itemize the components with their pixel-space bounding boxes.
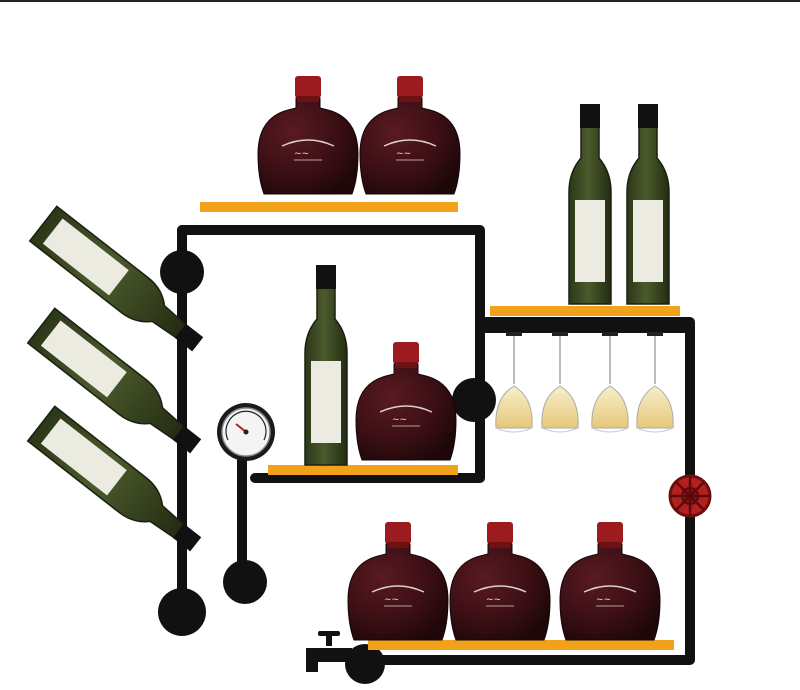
pipe-cap-lower-left [158,588,206,636]
decanter-bottom-2 [449,521,551,641]
top-pipe [177,225,485,400]
faucet-tap-icon [306,631,352,672]
top-border-line [0,0,800,2]
wine-glass-2 [540,331,580,433]
pipe-frame [177,225,695,665]
pipe-cap-gauge-base [223,560,267,604]
shelf-right [490,306,680,316]
shelf-top [200,202,458,212]
shelf-bottom [368,640,674,650]
wine-glass-3 [590,331,630,433]
decanter-bottom-1 [347,521,449,641]
decanter-top-1 [257,75,359,195]
wine-bottle-middle [304,264,348,466]
middle-pipe [250,390,485,483]
shelf-middle [268,465,458,475]
pressure-gauge-icon [217,403,275,461]
decanter-middle [355,341,457,461]
wine-bottle-right-2 [626,103,670,305]
pipe-cap-upper-left [160,250,204,294]
pipe-cap-bottom [345,644,385,684]
wine-glass-1 [494,331,534,433]
pipe-joint-middle [452,378,496,422]
decanter-bottom-3 [559,521,661,641]
decanter-top-2 [359,75,461,195]
valve-wheel-icon [668,474,712,518]
wine-glass-4 [635,331,675,433]
wine-bottle-right-1 [568,103,612,305]
